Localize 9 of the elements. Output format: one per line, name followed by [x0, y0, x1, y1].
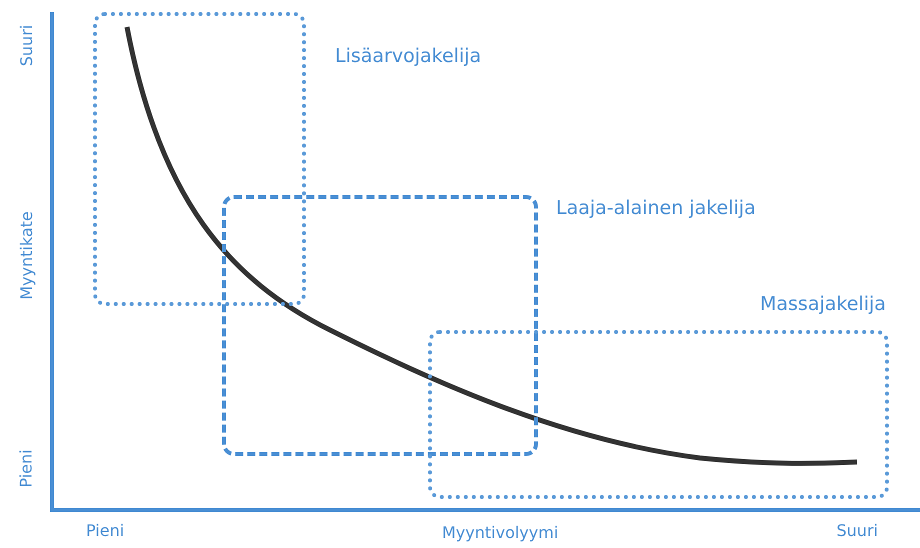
- x-axis-label: Myyntivolyymi: [442, 522, 558, 542]
- region-heading: Laaja-alainen jakelija: [556, 197, 756, 219]
- region-heading: Lisäarvojakelija: [335, 45, 482, 67]
- y-axis-label: Pieni: [16, 448, 36, 488]
- x-axis-label: Pieni: [86, 520, 124, 540]
- region-heading: Massajakelija: [760, 293, 886, 315]
- y-axis-label: Myyntikate: [16, 210, 36, 300]
- y-axis-label: Suuri: [16, 24, 36, 66]
- x-axis-label: Suuri: [836, 520, 878, 540]
